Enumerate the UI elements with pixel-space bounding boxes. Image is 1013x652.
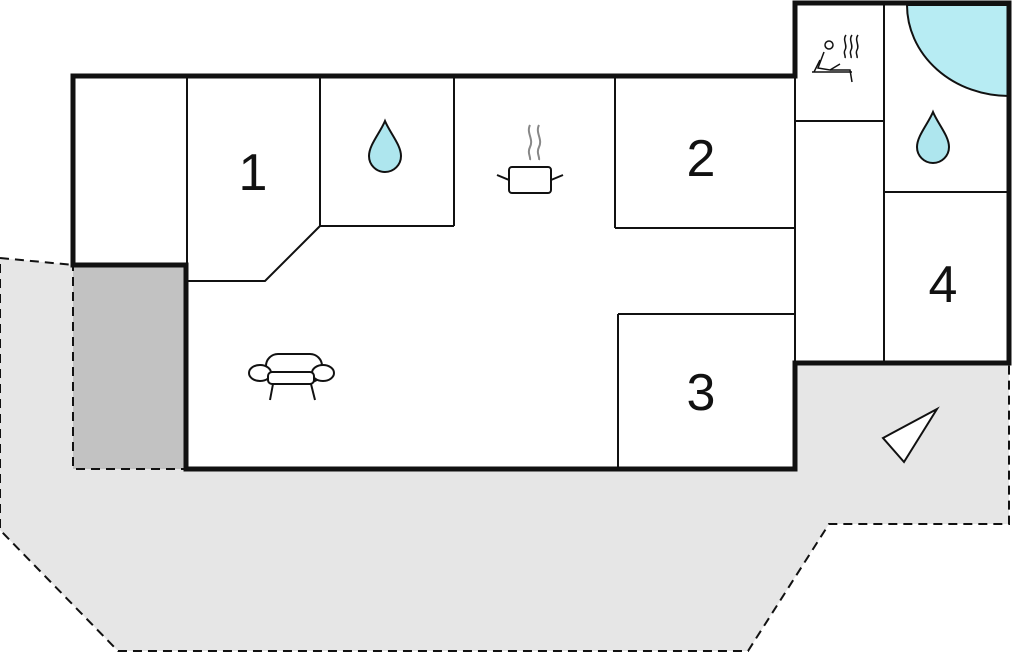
room-number-4: 4 [929, 256, 958, 314]
triangle-marker-icon [881, 406, 940, 464]
exterior-walls [70, 0, 1012, 472]
water-drop-icon [367, 118, 403, 173]
hot-tub-icon [905, 4, 1010, 98]
room-number-1: 1 [239, 144, 268, 202]
sauna-icon [812, 34, 859, 83]
water-drop-icon-bathroom [915, 109, 951, 164]
cooking-pot-icon [496, 124, 564, 194]
interior-walls [186, 5, 1009, 469]
room-number-3: 3 [687, 364, 716, 422]
covered-area [72, 262, 187, 470]
sofa-icon [248, 353, 335, 401]
room-number-2: 2 [687, 130, 716, 188]
terrace-area [0, 256, 1010, 652]
